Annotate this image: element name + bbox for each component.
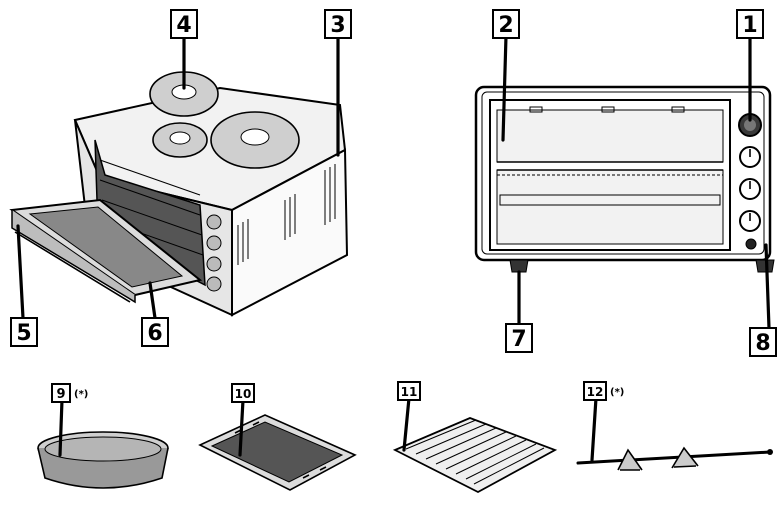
callout-2: 2 <box>492 9 520 39</box>
wire-rack <box>392 417 558 494</box>
callout-5: 5 <box>10 317 38 347</box>
svg-text:10: 10 <box>235 387 252 401</box>
round-baking-pan <box>37 431 169 489</box>
control-knobs <box>206 214 222 292</box>
callout-10: 10 <box>231 383 255 403</box>
oven-door <box>9 198 203 304</box>
svg-text:7: 7 <box>511 327 526 352</box>
svg-text:12: 12 <box>587 385 604 399</box>
callout-9: 9 (*) <box>51 383 88 403</box>
callout-leader-lines <box>16 34 771 462</box>
svg-text:4: 4 <box>176 13 191 38</box>
callout-11: 11 <box>397 381 421 401</box>
front-control-knobs <box>738 113 762 250</box>
svg-text:(*): (*) <box>74 389 88 400</box>
svg-text:11: 11 <box>401 385 418 399</box>
svg-text:6: 6 <box>147 321 162 346</box>
baking-tray <box>198 414 357 491</box>
svg-text:(*): (*) <box>610 387 624 398</box>
svg-text:9: 9 <box>56 387 65 402</box>
side-vents <box>237 164 336 265</box>
callout-4: 4 <box>170 9 198 39</box>
svg-text:2: 2 <box>498 13 513 38</box>
hot-plates <box>149 71 300 169</box>
callout-7: 7 <box>505 323 533 353</box>
oven-feet <box>509 259 775 273</box>
svg-text:5: 5 <box>16 321 31 346</box>
svg-text:3: 3 <box>330 13 345 38</box>
callout-1: 1 <box>736 9 764 39</box>
svg-text:8: 8 <box>755 331 770 356</box>
callout-12: 12 (*) <box>583 381 624 401</box>
oven-perspective-view <box>9 71 349 317</box>
oven-front-view <box>474 85 775 273</box>
rotisserie-spit <box>576 446 773 471</box>
callout-8: 8 <box>749 327 777 357</box>
callout-3: 3 <box>324 9 352 39</box>
svg-text:1: 1 <box>742 13 757 38</box>
callout-6: 6 <box>141 317 169 347</box>
